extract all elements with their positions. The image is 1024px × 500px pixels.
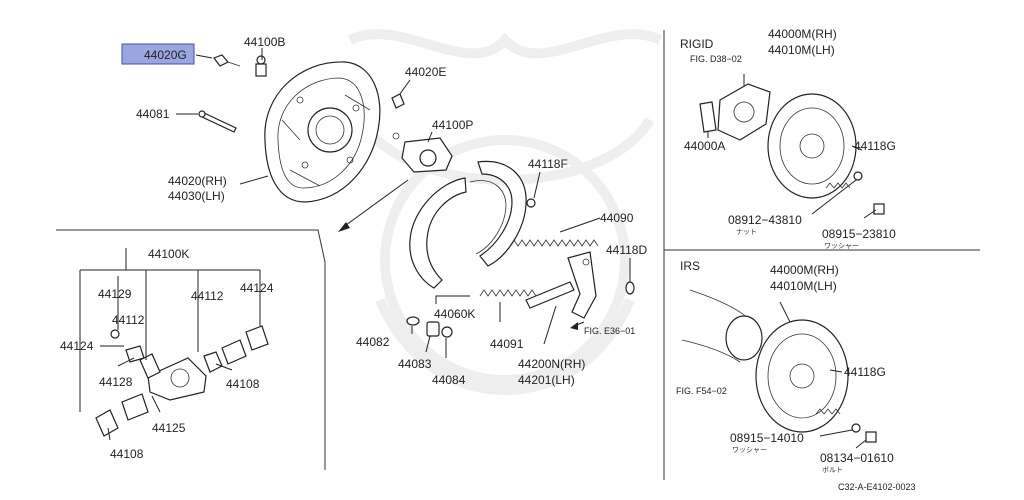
label-44129[interactable]: 44129 <box>98 287 132 301</box>
label-44112-lower[interactable]: 44112 <box>112 313 145 327</box>
label-08915-rigid[interactable]: 08915−23810 <box>822 227 896 241</box>
label-44020G[interactable]: 44020G <box>144 48 187 62</box>
label-44000M-rigid[interactable]: 44000M(RH) <box>768 27 837 41</box>
label-44124-upper[interactable]: 44124 <box>240 281 274 295</box>
label-44118F[interactable]: 44118F <box>528 157 568 171</box>
label-44100K[interactable]: 44100K <box>148 247 189 261</box>
label-44020E[interactable]: 44020E <box>405 65 446 79</box>
label-08912[interactable]: 08912−43810 <box>728 213 802 227</box>
label-44030LH[interactable]: 44030(LH) <box>168 189 225 203</box>
section-label-rigid: RIGID <box>680 37 714 51</box>
label-44201[interactable]: 44201(LH) <box>518 373 575 387</box>
label-44118G-rigid[interactable]: 44118G <box>854 139 896 153</box>
label-44125[interactable]: 44125 <box>152 421 186 435</box>
label-44083[interactable]: 44083 <box>398 357 432 371</box>
label-44112-upper[interactable]: 44112 <box>191 289 224 303</box>
label-44118D[interactable]: 44118D <box>606 243 647 257</box>
part-number-labels: 44020G 44100B 44020E 44081 44100P 44020(… <box>60 27 916 492</box>
label-44128[interactable]: 44128 <box>99 375 133 389</box>
label-fig-d3802[interactable]: FIG. D38−02 <box>690 54 742 64</box>
label-44081[interactable]: 44081 <box>136 107 170 121</box>
label-44084[interactable]: 44084 <box>432 373 466 387</box>
leader-lines <box>79 48 877 449</box>
label-44100P[interactable]: 44100P <box>432 118 473 132</box>
label-44000M-irs[interactable]: 44000M(RH) <box>770 263 839 277</box>
note-washer-rigid: ワッシャー <box>824 242 859 250</box>
label-44060K[interactable]: 44060K <box>434 307 475 321</box>
part-44083-spring-seat <box>426 321 440 337</box>
note-washer-irs: ワッシャー <box>732 446 767 454</box>
part-44200N-adjuster <box>525 251 597 319</box>
part-44100B-bleeder <box>255 55 267 77</box>
footer-diagram-code: C32-A-E4102-0023 <box>838 482 916 492</box>
label-44200N[interactable]: 44200N(RH) <box>518 357 585 371</box>
label-fig-f5402[interactable]: FIG. F54−02 <box>676 386 727 396</box>
label-44108-right[interactable]: 44108 <box>226 377 260 391</box>
rigid-drum-brake <box>699 83 885 215</box>
fig-e3601-arrow <box>570 321 585 330</box>
backing-plate-assembly <box>264 61 381 203</box>
label-44108-bottom[interactable]: 44108 <box>110 447 144 461</box>
section-label-irs: IRS <box>680 259 700 273</box>
part-44082-washer <box>406 316 420 326</box>
label-44100B[interactable]: 44100B <box>244 35 285 49</box>
note-nut: ナット <box>736 228 757 236</box>
label-44082[interactable]: 44082 <box>356 335 390 349</box>
label-08915-irs[interactable]: 08915−14010 <box>730 431 804 445</box>
label-44020RH[interactable]: 44020(RH) <box>168 174 227 188</box>
part-44118F-clip <box>526 198 536 208</box>
part-44020G-screw <box>213 54 241 67</box>
watermark-emblem <box>347 29 663 395</box>
irs-drum-brake <box>681 289 877 443</box>
part-44100P-wheel-cylinder <box>392 132 453 173</box>
label-44090[interactable]: 44090 <box>600 211 634 225</box>
part-44081-bolt <box>198 110 237 133</box>
label-44000A[interactable]: 44000A <box>684 139 725 153</box>
label-44118G-irs[interactable]: 44118G <box>844 365 886 379</box>
part-44084-pin <box>441 326 453 338</box>
part-44091-spring <box>479 289 537 297</box>
label-44010M-irs[interactable]: 44010M(LH) <box>770 279 837 293</box>
part-44118D-clip <box>625 281 635 295</box>
label-fig-e3601[interactable]: FIG. E36−01 <box>584 326 635 336</box>
note-bolt: ボルト <box>822 466 843 474</box>
label-44091[interactable]: 44091 <box>490 337 524 351</box>
label-44010M-rigid[interactable]: 44010M(LH) <box>768 43 835 57</box>
wheel-cylinder-kit <box>95 325 269 437</box>
part-44090-spring <box>509 239 599 247</box>
label-44124-lower[interactable]: 44124 <box>60 339 94 353</box>
part-44020E-clip <box>391 93 405 109</box>
assembly-direction-arrow <box>338 179 409 232</box>
highlight-44020G <box>121 43 195 65</box>
section-dividers <box>56 30 980 480</box>
label-08134[interactable]: 08134−01610 <box>820 451 894 465</box>
